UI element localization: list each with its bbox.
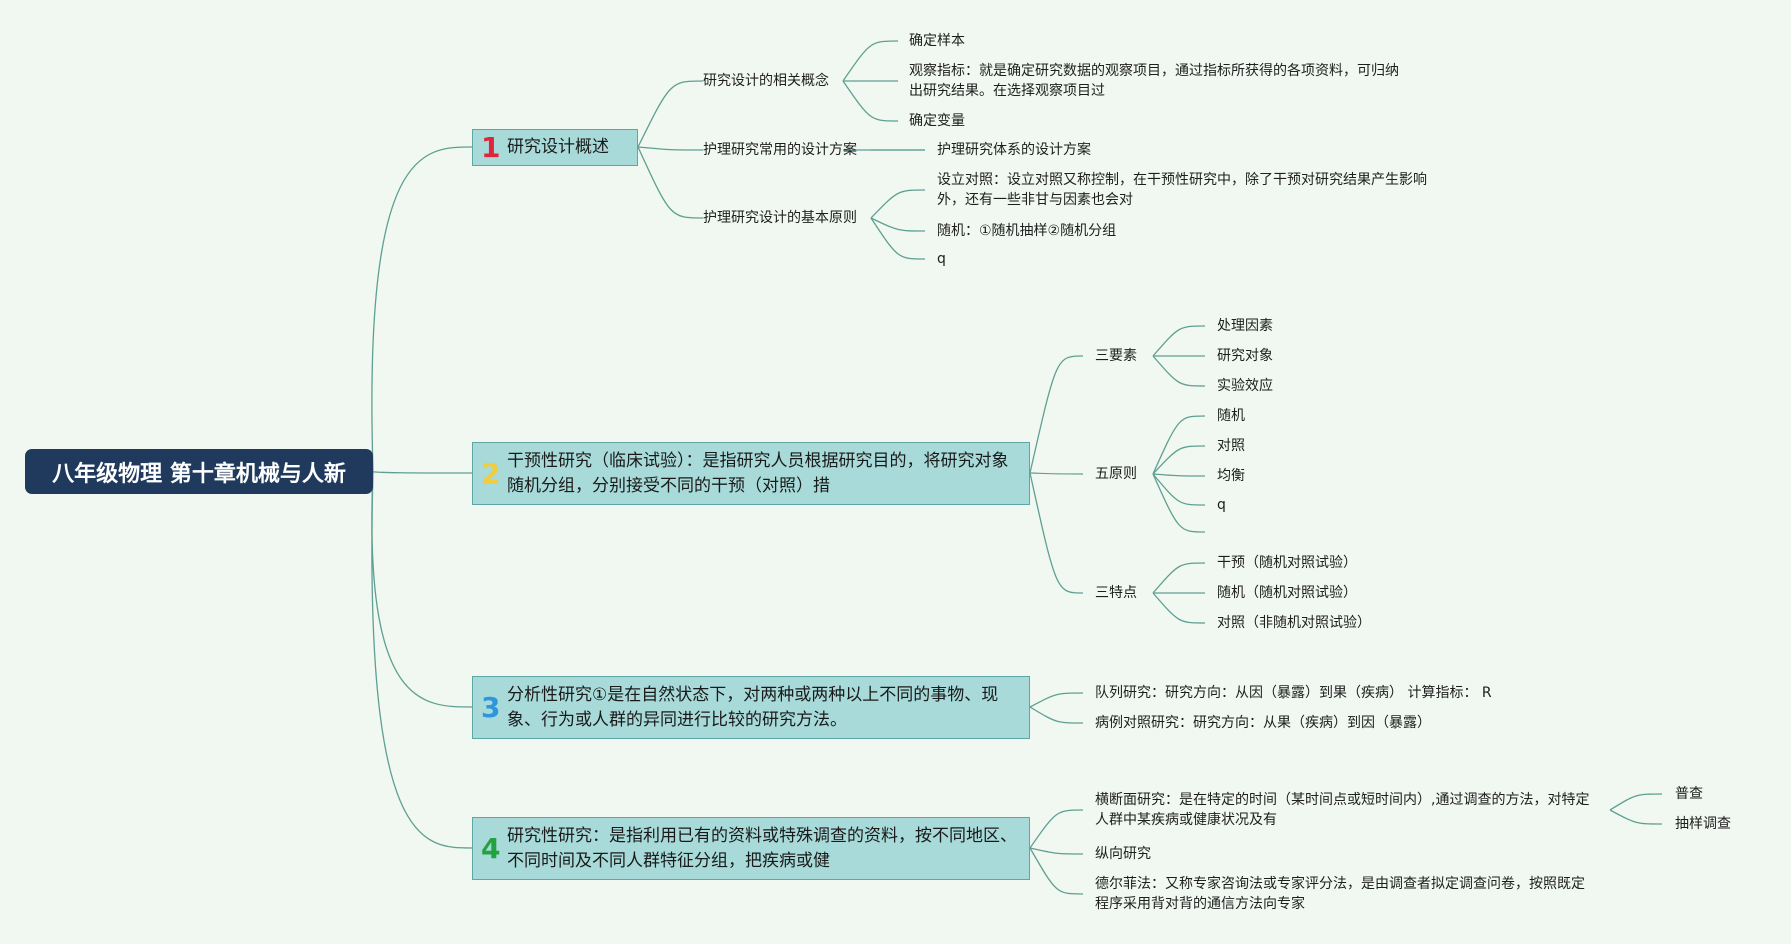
root-to-topic-2: [371, 470, 473, 474]
root-to-topic-4: [371, 470, 473, 849]
root-topic[interactable]: 八年级物理 第十章机械与人新: [25, 449, 373, 494]
leaf-2-3-2[interactable]: 随机（随机对照试验）: [1217, 585, 1357, 601]
subtopic-4-2[interactable]: 纵向研究: [1095, 846, 1151, 862]
leaf-2-2-1[interactable]: 随机: [1217, 408, 1245, 424]
leaf-1-1-1[interactable]: 确定样本: [909, 33, 965, 49]
s13-to-leaf-1: [870, 189, 926, 219]
topic-number-3: 3: [481, 691, 501, 724]
topic-2-label: 干预性研究（临床试验）：是指研究人员根据研究目的，将研究对象随机分组，分别接受不…: [507, 450, 1009, 496]
topic-number-1: 1: [481, 131, 501, 164]
topic-1-label: 研究设计概述: [507, 137, 609, 157]
leaf-2-3-1[interactable]: 干预（随机对照试验）: [1217, 555, 1357, 571]
leaf-1-2-1[interactable]: 护理研究体系的设计方案: [937, 142, 1091, 158]
s23-to-leaf-1: [1152, 562, 1206, 594]
leaf-1-1-2[interactable]: 观察指标：就是确定研究数据的观察项目，通过指标所获得的各项资料，可归纳出研究结果…: [909, 63, 1399, 99]
s22-to-leaf-4: [1152, 473, 1206, 506]
t1-to-sub-3: [637, 146, 704, 219]
t1-to-sub-1: [637, 80, 704, 148]
t4-to-sub-2: [1029, 847, 1084, 855]
topic-3-label: 分析性研究①是在自然状态下，对两种或两种以上不同的事物、现象、行为或人群的异同进…: [507, 684, 999, 730]
leaf-1-1-3[interactable]: 确定变量: [909, 113, 965, 129]
topic-4[interactable]: 4 研究性研究：是指利用已有的资料或特殊调查的资料，按不同地区、不同时间及不同人…: [472, 817, 1030, 880]
s22-to-leaf-1: [1152, 415, 1206, 475]
s22-to-leaf-3: [1152, 473, 1206, 477]
s13-to-leaf-3: [870, 217, 926, 260]
t3-to-sub-1: [1029, 692, 1084, 708]
s21-to-leaf-1: [1152, 325, 1206, 357]
subtopic-4-3[interactable]: 德尔菲法：又称专家咨询法或专家评分法，是由调查者拟定调查问卷，按照既定程序采用背…: [1095, 876, 1585, 912]
s13-to-leaf-2: [870, 217, 926, 232]
subtopic-3-2[interactable]: 病例对照研究：研究方向：从果（疾病）到因（暴露）: [1095, 715, 1431, 731]
root-to-topic-3: [371, 470, 473, 708]
leaf-1-3-3[interactable]: q: [937, 251, 946, 267]
leaf-2-3-3[interactable]: 对照（非随机对照试验）: [1217, 615, 1371, 631]
leaf-4-1-2[interactable]: 抽样调查: [1675, 816, 1731, 832]
subtopic-2-1[interactable]: 三要素: [1095, 348, 1137, 364]
subtopic-2-3[interactable]: 三特点: [1095, 585, 1137, 601]
subtopic-1-2[interactable]: 护理研究常用的设计方案: [703, 142, 857, 158]
topic-1[interactable]: 1 研究设计概述: [472, 129, 638, 166]
subtopic-1-1[interactable]: 研究设计的相关概念: [703, 73, 829, 89]
s21-to-leaf-3: [1152, 355, 1206, 387]
subtopic-2-2[interactable]: 五原则: [1095, 466, 1137, 482]
leaf-2-2-2[interactable]: 对照: [1217, 438, 1245, 454]
subtopic-4-1[interactable]: 横断面研究：是在特定的时间（某时间点或短时间内）,通过调查的方法，对特定人群中某…: [1095, 792, 1590, 828]
s41-to-leaf-1: [1609, 793, 1663, 811]
s11-to-leaf-3: [842, 80, 899, 122]
topic-number-2: 2: [481, 457, 501, 490]
root-to-topic-1: [371, 146, 473, 472]
t2-to-sub-2: [1029, 472, 1084, 475]
s41-to-leaf-2: [1609, 809, 1663, 825]
leaf-2-1-2[interactable]: 研究对象: [1217, 348, 1273, 364]
s22-to-leaf-2: [1152, 445, 1206, 475]
s11-to-leaf-1: [842, 40, 899, 82]
leaf-1-3-1[interactable]: 设立对照：设立对照又称控制，在干预性研究中，除了干预对研究结果产生影响外，还有一…: [937, 172, 1427, 208]
topic-4-label: 研究性研究：是指利用已有的资料或特殊调查的资料，按不同地区、不同时间及不同人群特…: [507, 825, 1017, 871]
s23-to-leaf-3: [1152, 592, 1206, 624]
leaf-2-2-4[interactable]: q: [1217, 497, 1226, 513]
t4-to-sub-3: [1029, 847, 1084, 895]
t1-to-sub-2: [637, 146, 704, 151]
subtopic-1-3[interactable]: 护理研究设计的基本原则: [703, 210, 857, 226]
topic-2[interactable]: 2 干预性研究（临床试验）：是指研究人员根据研究目的，将研究对象随机分组，分别接…: [472, 442, 1030, 505]
leaf-4-1-1[interactable]: 普查: [1675, 786, 1703, 802]
t2-to-sub-1: [1029, 355, 1084, 474]
topic-number-4: 4: [481, 832, 501, 865]
s22-to-leaf-5: [1152, 473, 1206, 533]
leaf-2-1-1[interactable]: 处理因素: [1217, 318, 1273, 334]
t3-to-sub-2: [1029, 706, 1084, 724]
topic-3[interactable]: 3 分析性研究①是在自然状态下，对两种或两种以上不同的事物、现象、行为或人群的异…: [472, 676, 1030, 739]
leaf-1-3-2[interactable]: 随机：①随机抽样②随机分组: [937, 223, 1117, 239]
t2-to-sub-3: [1029, 472, 1084, 594]
subtopic-3-1[interactable]: 队列研究：研究方向：从因（暴露）到果（疾病） 计算指标： R: [1095, 685, 1492, 701]
leaf-2-2-3[interactable]: 均衡: [1217, 468, 1245, 484]
leaf-2-1-3[interactable]: 实验效应: [1217, 378, 1273, 394]
root-topic-label: 八年级物理 第十章机械与人新: [52, 461, 346, 487]
t4-to-sub-1: [1029, 809, 1084, 849]
